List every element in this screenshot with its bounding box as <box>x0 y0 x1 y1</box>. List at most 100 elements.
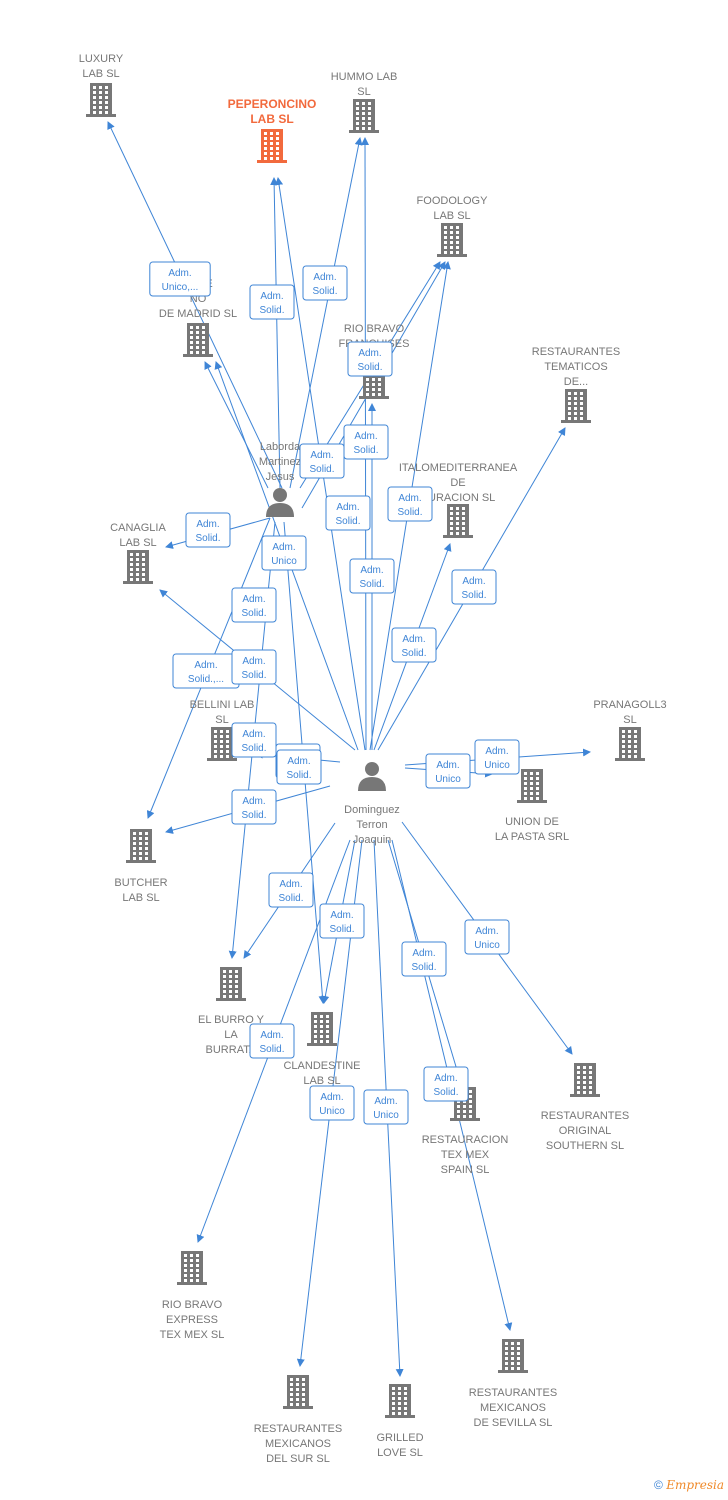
edge-label-dominguez-butcher[interactable]: Adm.Solid. <box>231 789 277 825</box>
node-grilled[interactable]: GRILLED LOVE SL <box>376 1384 424 1459</box>
edge-label-box <box>231 649 277 685</box>
edge-label-box <box>349 558 395 594</box>
edge-label-laborda-italomed[interactable]: Adm.Solid. <box>387 486 433 522</box>
node-label: SL <box>215 714 228 726</box>
building-icon[interactable] <box>216 967 246 1001</box>
edge-label-dominguez-mexsur[interactable]: Adm.Unico <box>309 1085 355 1121</box>
edge-label-dominguez-texmexspain[interactable]: Adm.Solid. <box>401 941 447 977</box>
node-tematicos[interactable]: RESTAURANTESTEMATICOSDE... <box>532 346 620 423</box>
edge-label-laborda-clandestine[interactable]: Adm.Unico <box>261 535 307 571</box>
edge-label-laborda-butcher[interactable]: Adm.Solid.,... <box>172 653 240 689</box>
edge-label-dominguez-tematicos[interactable]: Adm.Solid. <box>451 569 497 605</box>
edge-label-dominguez-clandestine[interactable]: Adm.Solid. <box>319 903 365 939</box>
edge-label-dominguez-bellini[interactable]: Adm.Solid. <box>231 722 277 758</box>
edge-label-laborda-burro[interactable]: Adm.Solid. <box>231 587 277 623</box>
building-icon[interactable] <box>257 129 287 163</box>
edge-label-laborda-canaglia[interactable]: Adm.Solid. <box>185 512 231 548</box>
edge-label-dominguez-mexsevilla[interactable]: Adm.Solid. <box>423 1066 469 1102</box>
building-icon[interactable] <box>207 727 237 761</box>
edge-label-dominguez-unionpasta[interactable]: Adm.Unico <box>425 753 471 789</box>
node-label: DE SEVILLA SL <box>474 1417 553 1429</box>
node-label: PRANAGOLL3 <box>593 699 666 711</box>
node-label: LOVE SL <box>377 1447 423 1459</box>
edge-label-text: Adm. <box>485 746 508 757</box>
edge-label-box <box>249 284 295 320</box>
edge-label-text: Adm. <box>360 565 383 576</box>
building-icon[interactable] <box>183 323 213 357</box>
edge-label-dominguez-riobravoexp[interactable]: Adm.Solid. <box>249 1023 295 1059</box>
edge-label-laborda-peperoncino[interactable]: Adm.Solid. <box>249 284 295 320</box>
edge-label-dominguez-grilled[interactable]: Adm.Unico <box>363 1089 409 1125</box>
edge-label-laborda-foodology[interactable]: Adm.Solid. <box>299 443 345 479</box>
edge-label-dominguez-riobravofr[interactable]: Adm.Solid. <box>347 341 393 377</box>
building-icon[interactable] <box>517 769 547 803</box>
building-icon[interactable] <box>615 727 645 761</box>
building-icon[interactable] <box>443 504 473 538</box>
building-icon[interactable] <box>307 1012 337 1046</box>
edge-label-laborda-hummo[interactable]: Adm.Solid. <box>302 265 348 301</box>
node-label: RESTAURANTES <box>541 1110 629 1122</box>
edge-label-text: Unico <box>271 556 297 567</box>
person-icon[interactable] <box>266 488 294 517</box>
edge-label-dominguez-hummo[interactable]: Adm.Solid. <box>343 424 389 460</box>
building-icon[interactable] <box>126 829 156 863</box>
node-label: RESTAURANTES <box>532 346 620 358</box>
edge-label-dominguez-italomed[interactable]: Adm.Solid. <box>391 627 437 663</box>
edge-label-laborda-luxury[interactable]: Adm.Unico,... <box>149 261 211 297</box>
building-icon[interactable] <box>570 1063 600 1097</box>
edge-label-dominguez-canaglia[interactable]: Adm.Solid. <box>231 649 277 685</box>
node-label: BUTCHER <box>114 877 167 889</box>
node-label: BURRATA <box>206 1044 258 1056</box>
edge-label-text: Solid. <box>241 670 266 681</box>
edge-label-text: Adm. <box>436 760 459 771</box>
building-icon[interactable] <box>385 1384 415 1418</box>
edge-label-text: Solid. <box>241 810 266 821</box>
building-icon[interactable] <box>86 83 116 117</box>
edge-laborda-to-peperoncino <box>270 177 281 489</box>
edge-label-dominguez-burro[interactable]: Adm.Solid. <box>268 872 314 908</box>
person-icon[interactable] <box>358 762 386 791</box>
node-label: RESTAURANTES <box>469 1387 557 1399</box>
building-icon[interactable] <box>561 389 591 423</box>
edge-label-dominguez-pranagoll[interactable]: Adm.Unico <box>474 739 520 775</box>
building-icon[interactable] <box>123 550 153 584</box>
building-icon[interactable] <box>283 1375 313 1409</box>
building-icon[interactable] <box>498 1339 528 1373</box>
node-label: DE MADRID SL <box>159 308 237 320</box>
edge-label-text: Solid. <box>278 893 303 904</box>
node-label: GRILLED <box>376 1432 423 1444</box>
building-icon[interactable] <box>437 223 467 257</box>
edge-labels-layer: Adm.Unico,...Adm.Solid.Adm.Solid.Adm.Sol… <box>149 261 520 1125</box>
building-icon[interactable] <box>349 99 379 133</box>
edge-label-text: Adm. <box>374 1096 397 1107</box>
edge-label-dominguez-original[interactable]: Adm.Unico <box>464 919 510 955</box>
edge-label-extra-0[interactable]: Adm.Solid. <box>325 495 371 531</box>
edge-label-dominguez-foodology[interactable]: Adm.Solid. <box>349 558 395 594</box>
building-icon[interactable] <box>177 1251 207 1285</box>
edge-label-box <box>425 753 471 789</box>
node-label: ITALOMEDITERRANEA <box>399 462 518 474</box>
node-label: LAB SL <box>119 537 156 549</box>
edge-label-extra-1[interactable]: Adm.Solid. <box>276 749 322 785</box>
brand-logo[interactable]: Empresia <box>666 1478 724 1492</box>
